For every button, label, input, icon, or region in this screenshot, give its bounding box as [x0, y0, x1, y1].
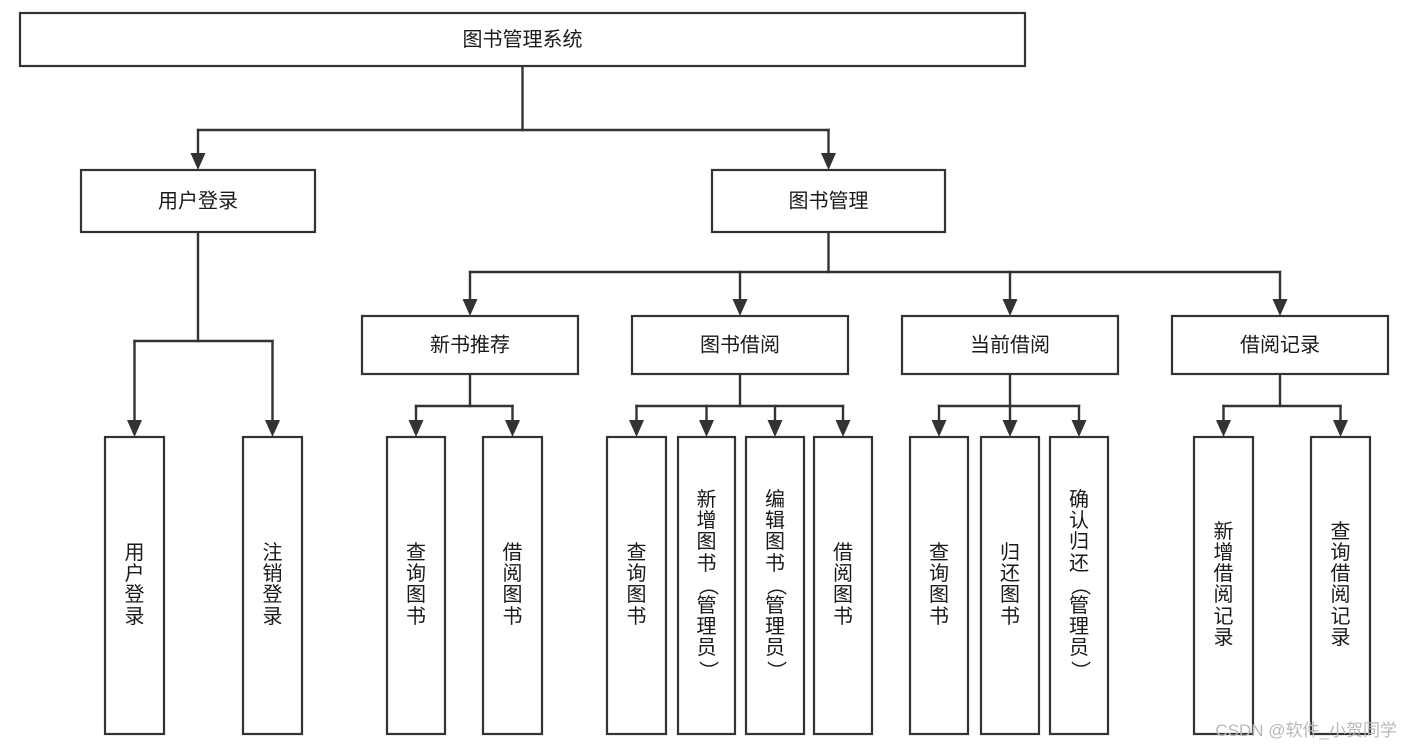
arrow-head-current-borrow: [1002, 299, 1018, 316]
node-box-book-borrow[interactable]: [630, 314, 850, 376]
node-box-leaf-record-query[interactable]: [1309, 435, 1372, 736]
node-box-leaf-borrow-add-book[interactable]: [676, 435, 737, 736]
node-box-leaf-user-login[interactable]: [103, 435, 166, 736]
watermark-text: CSDN @软件_小贺同学: [1215, 721, 1397, 740]
node-box-leaf-current-return-book[interactable]: [979, 435, 1041, 736]
arrow-head-leaf-rec-query-book: [408, 420, 424, 437]
arrow-head-leaf-user-logout: [265, 420, 280, 437]
node-label-book-borrow: 图书借阅: [700, 333, 780, 356]
arrow-head-leaf-borrow-query-book: [629, 420, 644, 437]
node-label-user-login: 用户登录: [158, 189, 238, 212]
arrow-head-leaf-current-query-book: [931, 420, 947, 437]
node-box-borrow-record[interactable]: [1170, 314, 1390, 376]
node-box-user-login[interactable]: [79, 168, 317, 234]
node-label-root: 图书管理系统: [463, 28, 583, 51]
arrow-head-new-book-rec: [462, 299, 478, 316]
arrow-head-book-borrow: [732, 299, 748, 316]
node-box-leaf-borrow-query-book[interactable]: [605, 435, 668, 736]
node-box-leaf-rec-query-book[interactable]: [385, 435, 447, 736]
arrow-head-user-login: [190, 153, 206, 170]
node-box-leaf-borrow-borrow-book[interactable]: [812, 435, 874, 736]
arrow-head-leaf-record-add: [1216, 420, 1231, 437]
arrow-head-leaf-current-return-book: [1002, 420, 1018, 437]
node-box-book-manage[interactable]: [710, 168, 947, 234]
arrow-head-leaf-borrow-add-book: [699, 420, 714, 437]
node-label-current-borrow: 当前借阅: [970, 333, 1050, 356]
arrow-head-leaf-borrow-borrow-book: [835, 420, 851, 437]
arrow-head-leaf-current-confirm-return: [1071, 420, 1087, 437]
arrow-head-leaf-borrow-edit-book: [767, 420, 783, 437]
node-box-leaf-record-add[interactable]: [1192, 435, 1255, 736]
node-box-leaf-current-confirm-return[interactable]: [1048, 435, 1110, 736]
arrow-head-leaf-user-login: [127, 420, 142, 437]
node-box-leaf-current-query-book[interactable]: [908, 435, 970, 736]
node-label-book-manage: 图书管理: [789, 189, 869, 212]
boxes-layer: [18, 11, 1390, 736]
node-box-root[interactable]: [18, 11, 1027, 68]
connectors-layer: [127, 64, 1348, 437]
arrow-head-borrow-record: [1272, 299, 1288, 316]
node-box-current-borrow[interactable]: [900, 314, 1120, 376]
node-label-new-book-rec: 新书推荐: [430, 333, 510, 356]
arrow-head-leaf-record-query: [1333, 420, 1348, 437]
node-label-borrow-record: 借阅记录: [1240, 333, 1320, 356]
node-box-new-book-rec[interactable]: [360, 314, 580, 376]
node-box-leaf-user-logout[interactable]: [241, 435, 304, 736]
node-box-leaf-rec-borrow-book[interactable]: [481, 435, 544, 736]
node-box-leaf-borrow-edit-book[interactable]: [744, 435, 806, 736]
arrow-head-leaf-rec-borrow-book: [505, 420, 520, 437]
arrow-head-book-manage: [821, 153, 836, 170]
